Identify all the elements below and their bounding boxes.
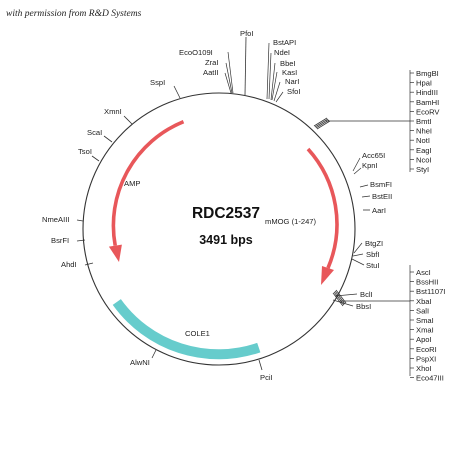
mcs-lower-site-label: Eco47III [416,374,444,383]
site-label-nari: NarI [285,77,299,86]
mcs-upper-site-label: EcoRV [416,107,440,116]
site-label-sbfi: SbfI [366,250,380,259]
site-tick-scai [103,135,113,143]
site-tick-bsteii [361,195,371,198]
mcs-lower-site-label: PspXI [416,354,436,363]
mcs-upper-site-label: BamHI [416,98,439,107]
site-tick-sspi [173,85,181,99]
site-tick-pcii [258,359,263,371]
site-label-ndei: NdeI [274,48,290,57]
site-tick-stui [351,258,365,266]
site-tick-bbei [270,62,276,101]
site-tick-alwni [151,349,157,359]
site-label-pcii: PciI [260,373,273,382]
amp-arrow-head [108,244,122,262]
site-tick-bbsi [332,299,354,307]
site-label-pfoi: PfoI [240,29,254,38]
site-label-bsmfi: BsmFI [370,180,392,189]
site-label-bcli: BclI [360,290,373,299]
site-tick-zrai [225,62,233,94]
site-tick-bsmfi [359,184,369,188]
mcs-upper-site-label: NotI [416,136,430,145]
mcs-upper-site-label: StyI [416,165,429,174]
site-label-sfoi: SfoI [287,87,301,96]
site-tick-pfoi [244,36,247,96]
mmog-arrow-head [321,266,334,285]
site-label-sspi: SspI [150,78,165,87]
site-tick-nari [273,81,281,102]
site-label-kpni: KpnI [362,161,378,170]
site-tick-kasi [271,71,278,101]
site-label-bsrfi: BsrFI [51,236,69,245]
mcs-lower-site-label: XmaI [416,326,434,335]
site-tick-ndei [268,52,272,100]
mcs-upper-site-label: BmgBI [416,69,439,78]
mcs-lower-site-label: BssHII [416,278,438,287]
mcs-lower-list: AscIBssHIIBst1107IXbaISalISmaIXmaIApoIEc… [410,268,445,383]
mcs-lower-site-label: XbaI [416,297,432,306]
site-label-zrai: ZraI [205,58,219,67]
site-tick-nmeaiii [76,219,84,222]
site-tick-xmni [123,115,133,125]
feature-label-amp: AMP [124,179,140,188]
mcs-upper-site-label: HpaI [416,79,432,88]
site-tick-ahdi [84,262,94,266]
site-label-acc65i: Acc65I [362,151,385,160]
site-tick-ecoo109i [227,51,234,94]
mmog-feature-arrow [306,147,339,269]
site-label-scai: ScaI [87,128,102,137]
permission-note: with permission from R&D Systems [6,8,142,19]
site-label-nmeaiii: NmeAIII [42,215,69,224]
site-tick-bsrfi [76,239,86,242]
mcs-upper-site-label: HindIII [416,88,438,97]
site-label-xmni: XmnI [104,107,122,116]
site-label-bbei: BbeI [280,59,296,68]
amp-feature-arrow [111,120,185,246]
mcs-lower-site-label: XhoI [416,364,432,373]
mcs-upper-list: BmgBIHpaIHindIIIBamHIEcoRVBmtINheINotIEa… [410,69,440,174]
mcs-lower-site-label: SmaI [416,316,434,325]
feature-label-cole1: COLE1 [185,329,210,338]
mcs-upper-site-label: EagI [416,146,432,155]
site-label-alwni: AlwNI [130,358,150,367]
site-tick-btgzi [353,242,363,254]
site-label-tsoi: TsoI [78,147,92,156]
site-tick-kpni [353,167,362,175]
mcs-lower-site-label: EcoRI [416,345,437,354]
site-label-bbsi: BbsI [356,302,371,311]
cole1-feature-band [112,299,261,360]
mcs-upper-marker [313,117,331,130]
site-tick-aatii [224,72,232,94]
mcs-lower-site-label: AscI [416,268,431,277]
site-label-stui: StuI [366,261,380,270]
site-tick-sbfi [352,253,364,257]
site-label-bstapi: BstAPI [273,38,296,47]
mcs-lower-site-label: Bst1107I [416,287,445,296]
feature-label-mmog: mMOG (1-247) [265,217,317,226]
mcs-upper-site-label: BmtI [416,117,432,126]
plasmid-backbone [82,92,356,366]
site-tick-tsoi [91,155,100,162]
plasmid-size: 3491 bps [199,233,253,247]
site-tick-sfoi [275,91,284,103]
site-label-bsteii: BstEII [372,192,392,201]
site-label-ahdi: AhdI [61,260,77,269]
site-label-kasi: KasI [282,68,297,77]
mcs-upper-site-label: NcoI [416,155,432,164]
site-label-btgzi: BtgZI [365,239,383,248]
site-label-aatii: AatII [203,68,219,77]
mcs-upper-site-label: NheI [416,127,432,136]
plasmid-name: RDC2537 [192,205,260,222]
site-tick-acc65i [352,157,361,172]
site-tick-bstapi [266,42,270,100]
site-label-ecoo109i: EcoO109I [179,48,213,57]
site-label-aari: AarI [372,206,386,215]
mcs-lower-site-label: SalI [416,306,429,315]
mcs-lower-site-label: ApoI [416,335,432,344]
